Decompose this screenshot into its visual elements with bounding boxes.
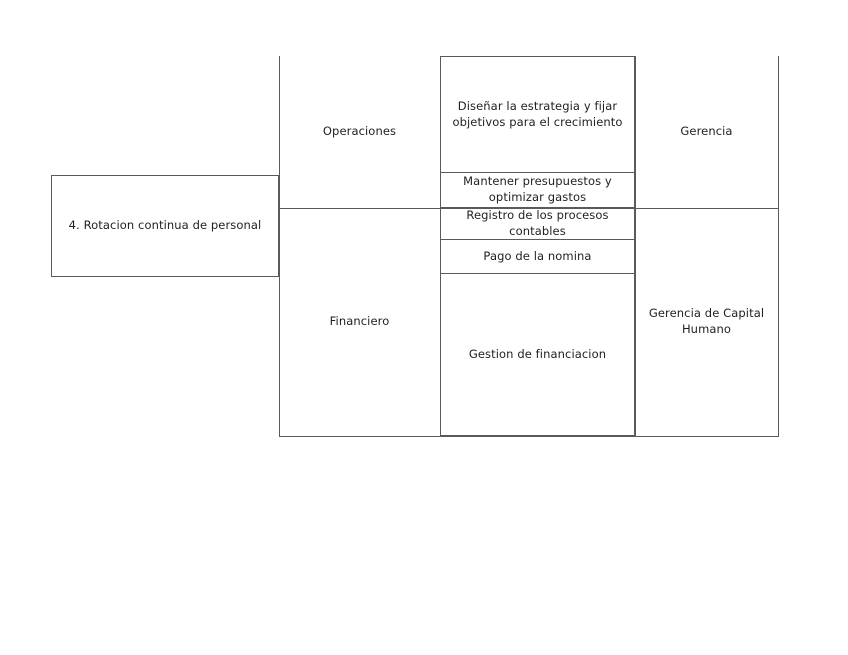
process-box-nomina[interactable]: Pago de la nomina [440, 240, 635, 274]
process-label-nomina: Pago de la nomina [483, 248, 592, 263]
issue-box[interactable]: 4. Rotacion continua de personal [51, 175, 279, 277]
owner-cell-gerencia[interactable]: Gerencia [635, 56, 778, 208]
process-box-estrategia[interactable]: Diseñar la estrategia y fijar objetivos … [440, 56, 635, 173]
process-box-financiacion[interactable]: Gestion de financiacion [440, 274, 635, 436]
area-label-operaciones: Operaciones [322, 124, 397, 139]
process-label-presupuestos: Mantener presupuestos y optimizar gastos [463, 174, 612, 204]
owner-label-capital-humano: Gerencia de Capital Humano [648, 306, 765, 336]
swimlane-divider-rule [278, 207, 779, 209]
process-label-contables: Registro de los procesos contables [466, 207, 609, 238]
area-cell-financiero[interactable]: Financiero [279, 208, 440, 436]
owner-label-gerencia: Gerencia [680, 124, 733, 139]
process-label-financiacion: Gestion de financiacion [468, 346, 607, 361]
owner-cell-capital-humano[interactable]: Gerencia de Capital Humano [635, 208, 778, 436]
process-owner-divider-rule [634, 56, 636, 437]
process-label-estrategia: Diseñar la estrategia y fijar objetivos … [452, 98, 623, 129]
area-cell-operaciones[interactable]: Operaciones [279, 56, 440, 208]
area-label-financiero: Financiero [329, 314, 390, 329]
issue-label: 4. Rotacion continua de personal [68, 218, 262, 233]
area-column-left-rule [278, 56, 280, 437]
diagram-bottom-rule [278, 436, 779, 438]
process-box-contables[interactable]: Registro de los procesos contables [440, 208, 635, 240]
process-box-presupuestos[interactable]: Mantener presupuestos y optimizar gastos [440, 173, 635, 208]
owner-column-right-rule [777, 56, 779, 437]
